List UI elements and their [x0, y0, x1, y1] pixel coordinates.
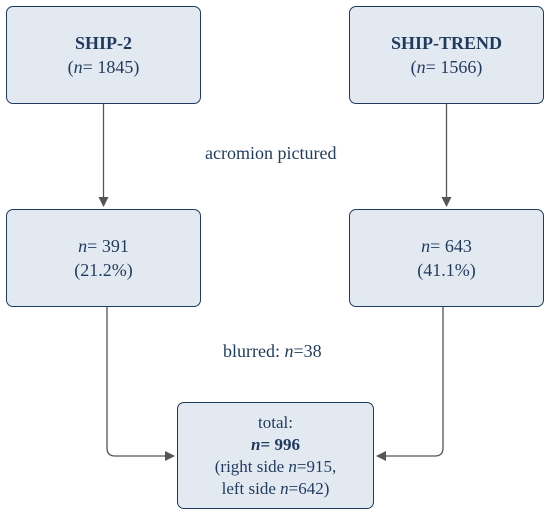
total-count: n= 996 — [251, 434, 300, 456]
ship2-pictured-box: n= 391 (21.2%) — [6, 209, 201, 307]
total-count-var: n — [251, 434, 261, 454]
arrow-n391-to-total — [106, 307, 175, 461]
total-left-value: =642) — [288, 478, 330, 498]
shiptrend-pictured-value: = 643 — [430, 236, 472, 256]
shiptrend-pictured-box: n= 643 (41.1%) — [349, 209, 544, 307]
total-count-value: = 996 — [260, 434, 300, 454]
blurred-var: n — [284, 341, 294, 361]
shiptrend-pictured-var: n — [421, 236, 431, 256]
ship2-pictured-value: = 391 — [87, 236, 129, 256]
ship2-count: (n= 1845) — [68, 55, 140, 79]
ship2-pictured-var: n — [78, 236, 88, 256]
ship2-count-var: n — [73, 57, 83, 77]
acromion-pictured-label: acromion pictured — [205, 143, 337, 163]
shiptrend-box: SHIP-TREND (n= 1566) — [349, 6, 544, 104]
total-right-var: n — [288, 456, 297, 476]
shiptrend-count-value: = 1566) — [425, 57, 483, 77]
total-right-prefix: (right side — [214, 456, 289, 476]
ship2-box: SHIP-2 (n= 1845) — [6, 6, 201, 104]
total-left-side: left side n=642) — [222, 478, 330, 500]
total-box: total: n= 996 (right side n=915, left si… — [177, 402, 374, 509]
shiptrend-pictured-count: n= 643 — [421, 234, 472, 258]
ship2-pictured-percent: (21.2%) — [74, 260, 133, 280]
ship2-pictured-count: n= 391 — [78, 234, 129, 258]
shiptrend-count: (n= 1566) — [411, 55, 483, 79]
blurred-value: =38 — [293, 341, 322, 361]
ship2-count-prefix: ( — [67, 57, 74, 77]
shiptrend-count-prefix: ( — [410, 57, 417, 77]
ship2-count-value: = 1845) — [82, 57, 140, 77]
total-right-value: =915, — [296, 456, 337, 476]
ship2-title: SHIP-2 — [74, 33, 132, 53]
shiptrend-pictured-percent: (41.1%) — [417, 260, 476, 280]
total-label: total: — [258, 412, 293, 432]
shiptrend-title: SHIP-TREND — [390, 33, 502, 53]
arrow-n643-to-total — [376, 307, 444, 461]
total-left-prefix: left side — [221, 478, 281, 498]
blurred-prefix: blurred: — [223, 341, 285, 361]
shiptrend-count-var: n — [416, 57, 426, 77]
total-right-side: (right side n=915, — [215, 456, 337, 478]
blurred-label: blurred: n=38 — [223, 341, 322, 362]
total-left-var: n — [280, 478, 289, 498]
